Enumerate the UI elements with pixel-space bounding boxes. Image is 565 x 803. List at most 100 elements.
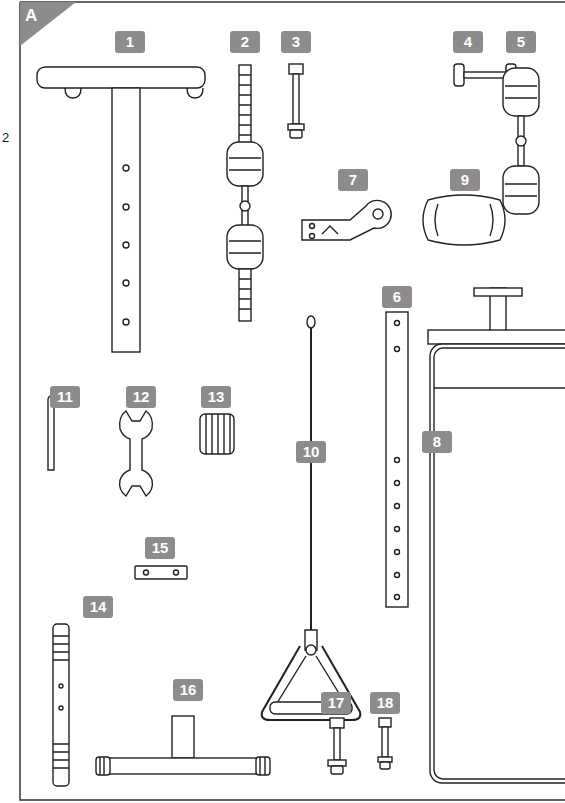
pad-lines (435, 204, 493, 236)
hole (310, 224, 315, 229)
bench-pad (430, 344, 565, 783)
callout-number: 14 (83, 596, 113, 618)
knurl (206, 414, 230, 454)
callout-number: 9 (450, 169, 480, 191)
end-cap (256, 757, 270, 775)
callout-number: 18 (370, 692, 400, 714)
knob (454, 64, 464, 86)
washer (328, 760, 346, 766)
grip-lines (239, 279, 251, 309)
bar (386, 312, 408, 607)
callout-number: 12 (126, 386, 156, 408)
bar (108, 758, 258, 774)
callout-number: 17 (321, 692, 351, 714)
pad (227, 142, 263, 186)
bolt (328, 718, 346, 774)
hole (395, 321, 400, 326)
pad-pair (503, 68, 539, 214)
pad-lines (229, 158, 261, 170)
wrench (120, 411, 153, 496)
bracket-plate (302, 200, 391, 240)
pivot (306, 645, 316, 655)
loop (307, 316, 315, 328)
grip-lines (53, 636, 69, 768)
plate (135, 566, 187, 579)
callout-number: 5 (506, 31, 536, 53)
shaft (239, 269, 251, 321)
bench-pad-inner (434, 348, 565, 779)
bolt-head (330, 718, 344, 728)
seat-pad (423, 195, 505, 245)
hole (373, 209, 383, 219)
beam (428, 330, 565, 344)
hole (123, 280, 129, 286)
hole (144, 570, 149, 575)
adjust-bar (386, 312, 408, 607)
end-cap (96, 757, 110, 775)
callout-number: 6 (382, 286, 412, 308)
hole (174, 570, 179, 575)
crossbar (474, 288, 522, 296)
bolt-head (379, 718, 391, 727)
callout-number: 16 (173, 679, 203, 701)
bolt (378, 718, 392, 769)
hole (123, 242, 129, 248)
washer (378, 757, 392, 762)
bolt (288, 64, 304, 138)
nut (290, 130, 302, 138)
pad (503, 166, 539, 214)
post (112, 88, 140, 352)
callout-number: 15 (145, 537, 175, 559)
hole (310, 234, 315, 239)
bolt-shaft (293, 74, 299, 124)
washer (288, 124, 304, 130)
callout-number: 4 (453, 31, 483, 53)
bar (53, 624, 69, 786)
callout-number: 11 (50, 386, 80, 408)
bar (37, 67, 205, 88)
pad-lines (229, 241, 261, 253)
pad (227, 225, 263, 269)
knurl (100, 757, 265, 775)
seam (434, 387, 565, 388)
bolt-head (289, 64, 303, 74)
hole (59, 706, 63, 710)
pad-lines (505, 184, 537, 196)
knob-body (200, 414, 234, 454)
bracket (302, 200, 391, 240)
hole (395, 573, 400, 578)
cable-handle (262, 316, 361, 720)
t-foot-bar (96, 716, 270, 775)
pivot (240, 201, 250, 211)
cable (310, 328, 312, 630)
handle-frame (262, 646, 361, 720)
hole (59, 684, 63, 688)
handle-bar (53, 624, 69, 786)
pad-outline (423, 195, 505, 245)
slot (322, 226, 338, 234)
pad-lines (505, 86, 537, 98)
hole (123, 204, 129, 210)
callout-number: 13 (201, 386, 231, 408)
callout-number: 2 (230, 31, 260, 53)
t-bar-post (37, 67, 205, 352)
hole (395, 504, 400, 509)
hole (395, 347, 400, 352)
pivot (516, 136, 526, 146)
stem (172, 716, 194, 758)
nut (331, 766, 343, 774)
hole (123, 319, 129, 325)
callout-number: 7 (338, 169, 368, 191)
pad (503, 68, 539, 116)
bench (428, 288, 565, 783)
pin (464, 72, 506, 78)
bolt-shaft (334, 728, 340, 760)
shaft (239, 65, 251, 143)
hole (395, 458, 400, 463)
knob (200, 414, 234, 454)
callout-number: 10 (296, 441, 326, 463)
roller-assembly (227, 65, 263, 321)
hole (395, 481, 400, 486)
